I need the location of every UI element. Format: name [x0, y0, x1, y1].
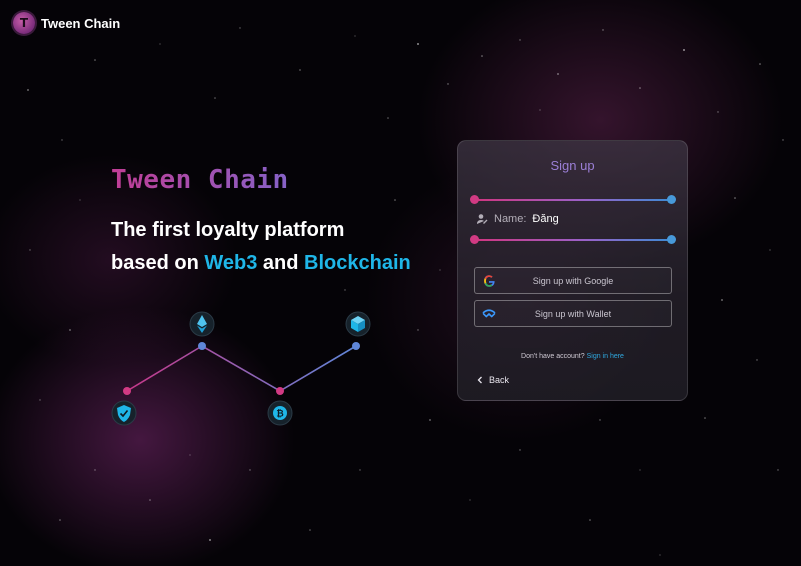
- bitcoin-icon: ₿: [267, 400, 293, 426]
- hero-tagline-line1: The first loyalty platform: [111, 219, 345, 241]
- slider-handle-left[interactable]: [470, 235, 479, 244]
- have-account-text: Don't have account?: [521, 353, 585, 360]
- user-edit-icon: [477, 214, 488, 224]
- wallet-button-label: Sign up with Wallet: [534, 308, 612, 319]
- signin-prompt: Don't have account? Sign in here: [458, 353, 687, 360]
- name-label: Name:: [494, 213, 527, 225]
- hero-line2-mid: and: [257, 252, 305, 274]
- google-icon: [484, 275, 495, 287]
- signup-google-button[interactable]: Sign up with Google: [474, 267, 672, 294]
- graph-dot: [352, 342, 360, 350]
- hero-title: Tween Chain: [111, 164, 411, 196]
- signup-wallet-button[interactable]: Sign up with Wallet: [474, 300, 672, 327]
- hero-highlight-blockchain: Blockchain: [304, 252, 411, 274]
- slider-handle-right[interactable]: [667, 235, 676, 244]
- signup-title: Sign up: [550, 158, 595, 173]
- cube-icon: [345, 311, 371, 337]
- brand-logo: T: [13, 12, 35, 34]
- name-value[interactable]: Đăng: [532, 213, 559, 225]
- hero-line2-prefix: based on: [111, 252, 205, 274]
- ethereum-icon: [189, 311, 215, 337]
- chevron-left-icon: [477, 376, 482, 384]
- blockchain-graph: ₿: [111, 311, 371, 426]
- hero-highlight-web3: Web3: [204, 252, 258, 274]
- slider-handle-left[interactable]: [470, 195, 479, 204]
- back-label: Back: [489, 375, 510, 385]
- graph-dot: [198, 342, 206, 350]
- hero: Tween Chain The first loyalty platform b…: [111, 164, 411, 280]
- hero-tagline-line2: based on Web3 and Blockchain: [111, 247, 411, 280]
- slider-handle-right[interactable]: [667, 195, 676, 204]
- signup-card: Sign up Name: Đăng Sign up with Google: [457, 140, 688, 401]
- walletconnect-icon: [482, 309, 496, 318]
- back-button[interactable]: Back: [477, 375, 509, 385]
- progress-slider-bottom[interactable]: [470, 235, 676, 244]
- graph-connector-line: [126, 345, 357, 392]
- graph-dot: [276, 387, 284, 395]
- progress-slider-top[interactable]: [470, 195, 676, 204]
- signin-link[interactable]: Sign in here: [586, 353, 624, 360]
- shield-check-icon: [111, 400, 137, 426]
- svg-text:₿: ₿: [276, 409, 283, 420]
- google-button-label: Sign up with Google: [532, 275, 614, 286]
- brand-name: Tween Chain: [41, 15, 121, 31]
- name-field[interactable]: Name: Đăng: [476, 213, 559, 225]
- brand[interactable]: T Tween Chain: [13, 12, 120, 34]
- graph-dot: [123, 387, 131, 395]
